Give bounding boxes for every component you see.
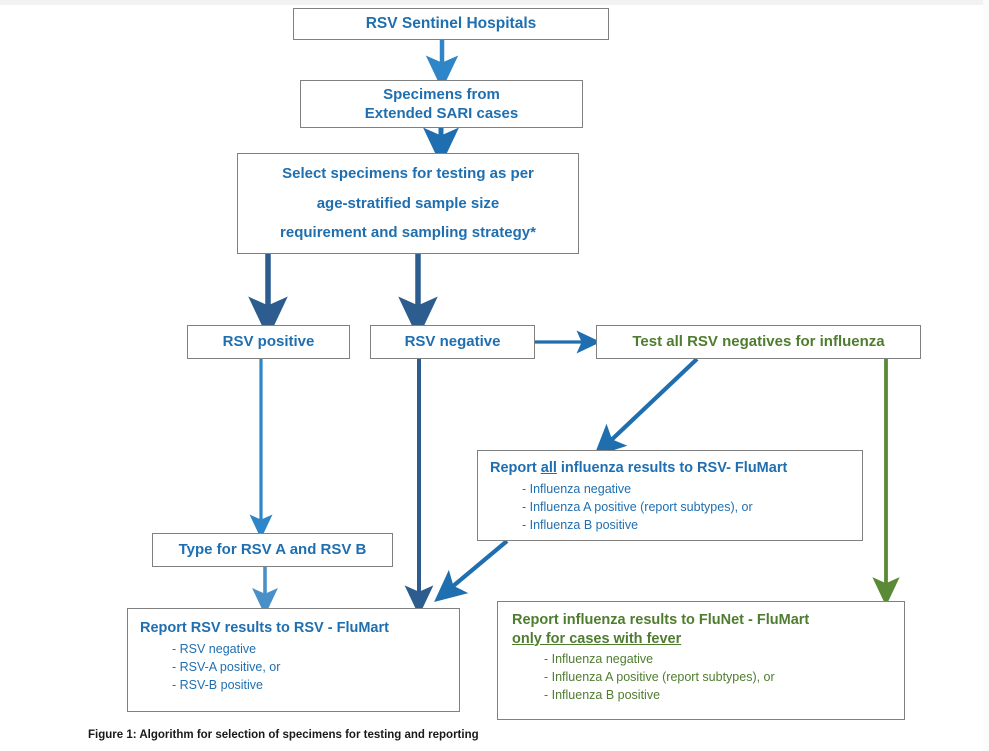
list-item: - Influenza negative	[522, 481, 632, 496]
node-title-line2: only for cases with fever	[512, 630, 682, 647]
node-bullet-list: - Influenza negative - Influenza A posit…	[522, 480, 753, 534]
node-title: Report all influenza results to RSV- Flu…	[490, 459, 787, 478]
page-right-band	[983, 0, 989, 751]
node-title: RSV negative	[404, 333, 501, 351]
node-title: Type for RSV A and RSV B	[178, 541, 367, 559]
node-bullet-list: - RSV negative - RSV-A positive, or - RS…	[172, 640, 280, 694]
node-report-influenza-flunet[interactable]: Report influenza results to FluNet - Flu…	[497, 601, 905, 720]
node-specimens-extended-sari[interactable]: Specimens from Extended SARI cases	[300, 80, 583, 128]
node-rsv-positive[interactable]: RSV positive	[187, 325, 350, 359]
list-item: - Influenza B positive	[544, 688, 661, 703]
node-title-line3: requirement and sampling strategy*	[280, 224, 536, 242]
connector-test-all-to-report-all-influenza	[593, 357, 699, 457]
list-item: - Influenza A positive (report subtypes)…	[544, 670, 775, 685]
list-item: - RSV negative	[172, 641, 257, 656]
list-item: - Influenza negative	[544, 652, 654, 667]
node-title: RSV Sentinel Hospitals	[365, 15, 537, 33]
node-test-all-rsv-negatives[interactable]: Test all RSV negatives for influenza	[596, 325, 921, 359]
list-item: - RSV-B positive	[172, 677, 264, 692]
node-title-emphasis: all	[540, 460, 557, 476]
node-rsv-negative[interactable]: RSV negative	[370, 325, 535, 359]
node-report-rsv-results[interactable]: Report RSV results to RSV - FluMart - RS…	[127, 608, 460, 712]
node-title-post: influenza results to RSV- FluMart	[556, 460, 788, 476]
node-title-line1: Select specimens for testing as per	[282, 165, 534, 183]
list-item: - Influenza A positive (report subtypes)…	[522, 499, 753, 514]
page-top-band	[0, 0, 989, 5]
node-title-line1: Report influenza results to FluNet - Flu…	[512, 612, 810, 628]
node-select-specimens[interactable]: Select specimens for testing as per age-…	[237, 153, 579, 254]
node-type-for-rsv-a-and-b[interactable]: Type for RSV A and RSV B	[152, 533, 393, 567]
node-report-all-influenza[interactable]: Report all influenza results to RSV- Flu…	[477, 450, 863, 541]
node-title: RSV positive	[222, 333, 315, 351]
node-rsv-sentinel-hospitals[interactable]: RSV Sentinel Hospitals	[293, 8, 609, 40]
node-title-pre: Report	[490, 460, 541, 476]
figure-caption: Figure 1: Algorithm for selection of spe…	[88, 729, 479, 741]
node-title-line2: Extended SARI cases	[364, 105, 519, 122]
node-title-line2: age-stratified sample size	[316, 194, 500, 212]
connector-report-all-influenza-to-report-rsv	[434, 539, 509, 602]
node-title: Report RSV results to RSV - FluMart	[140, 620, 389, 636]
list-item: - Influenza B positive	[522, 517, 639, 532]
node-title-line1: Specimens from	[383, 85, 500, 103]
list-item: - RSV-A positive, or	[172, 659, 281, 674]
node-bullet-list: - Influenza negative - Influenza A posit…	[544, 650, 775, 704]
node-title: Test all RSV negatives for influenza	[632, 333, 885, 351]
